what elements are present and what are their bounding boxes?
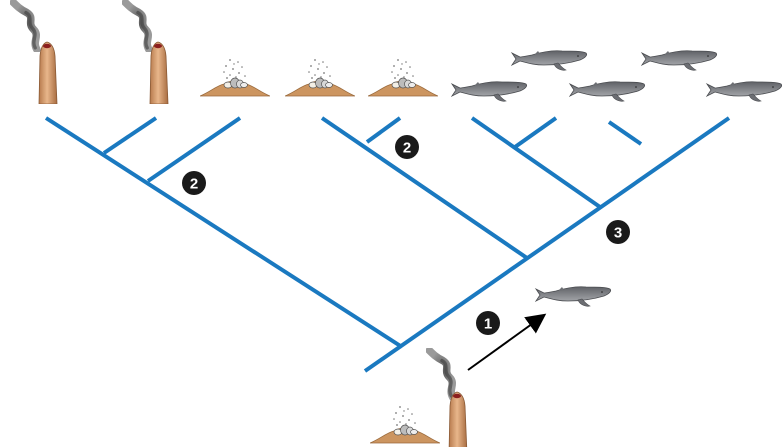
branch-whale-tip-2 [607,120,643,146]
whale-icon [535,286,612,307]
badge-2-right-label: 2 [403,140,411,157]
branch-left-main [44,116,404,349]
tip-chimney-2 [125,0,168,104]
badge-3-label: 3 [614,225,622,242]
smoke-plume-icon [125,2,149,49]
black-smoker-chimney-icon [150,0,168,104]
badge-3: 3 [606,220,630,244]
branch-whale-tip-1 [513,116,558,149]
branch-whale-clade [470,116,602,209]
black-smoker-chimney-icon [39,0,57,104]
tree-branches [44,116,731,373]
badge-1: 1 [476,311,500,335]
root-chimney [429,346,467,447]
whale-fall-mound-icon [200,58,270,97]
badge-1-label: 1 [484,316,492,333]
branch-middle-clade [320,116,529,260]
whale-icon [641,50,718,71]
arrow-icon [467,313,547,371]
whale-fall-mound-icon [285,58,355,97]
smoke-plume-icon [13,2,37,49]
whale-icon [511,50,588,71]
whale-icon [569,81,646,102]
badge-2-right: 2 [395,135,419,159]
smoke-plume-icon [429,350,453,397]
tip-chimney-1 [13,0,57,104]
branch-right-main [363,116,731,373]
branch-middle-tip [365,116,402,144]
whale-icon [451,81,528,102]
branch-left-tip-2 [146,116,242,183]
badge-2-left-label: 2 [190,176,198,193]
whale-fall-mound-icon [370,405,440,444]
badge-2-left: 2 [182,171,206,195]
whale-fall-mound-icon [368,58,438,97]
whale-icon [706,81,782,102]
branch-left-tip-1 [102,116,158,155]
